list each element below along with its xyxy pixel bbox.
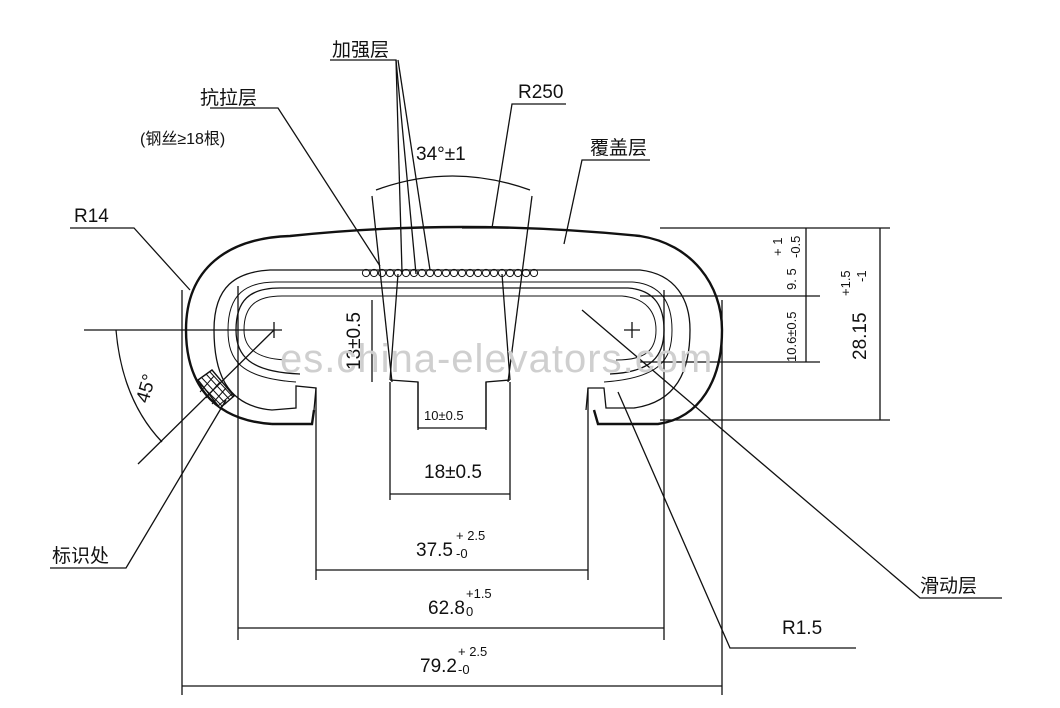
center-mark-right: [624, 322, 640, 338]
handrail-profile: [184, 225, 724, 426]
dim-18: 18±0.5: [424, 462, 482, 483]
label-marking: 标识处: [52, 545, 109, 567]
dim-10: 10±0.5: [424, 408, 464, 423]
label-tensile-layer: 抗拉层: [200, 87, 257, 109]
left-hook: [213, 269, 691, 411]
labels: 加强层 抗拉层 (钢丝≥18根) R250 34°±1 覆盖层 R14 45° …: [52, 39, 977, 639]
label-r250: R250: [518, 82, 563, 103]
sliding-layer-inner: [227, 281, 673, 383]
dim-10-6: 10.6±0.5: [784, 311, 799, 362]
label-r1-5: R1.5: [782, 618, 822, 639]
dim-37-tol-up: + 2.5: [456, 528, 485, 543]
dim-62-tol-dn: 0: [466, 604, 473, 619]
dim-79-base: 79.2: [420, 656, 457, 677]
label-sliding-layer: 滑动层: [920, 575, 977, 597]
label-r14: R14: [74, 206, 109, 227]
label-cover-layer: 覆盖层: [590, 137, 647, 159]
dim-37-base: 37.5: [416, 540, 453, 561]
sliding-layer-contour: [235, 287, 665, 375]
outer-contour: [184, 225, 724, 426]
dim-37-tol-dn: -0: [456, 546, 468, 561]
sliding-layer-inner-2: [243, 295, 657, 361]
dim-9-tol-dn: -0.5: [788, 236, 803, 258]
watermark: es.china-elevators.com: [280, 337, 713, 381]
dim-28-tol-dn: -1: [854, 270, 869, 282]
dim-62-base: 62.8: [428, 598, 465, 619]
label-angle-34: 34°±1: [416, 144, 466, 165]
label-reinforcement-layer: 加强层: [332, 39, 389, 61]
dimension-lines: [50, 59, 1002, 695]
dim-9-tol-up: + 1: [770, 238, 785, 256]
dim-9-base: 9. 5: [784, 268, 799, 290]
dimension-texts: 13±0.5 10±0.5 18±0.5 37.5 + 2.5 -0 62.8 …: [344, 236, 871, 677]
label-angle-45: 45°: [133, 372, 161, 405]
dim-28-base: 28.15: [850, 312, 871, 360]
reinforcement-wedge: [389, 273, 511, 428]
outer-left-lip: [272, 409, 316, 426]
dim-79-tol-up: + 2.5: [458, 644, 487, 659]
dim-62-tol-up: +1.5: [466, 586, 492, 601]
inner-channel: [315, 388, 589, 420]
dim-28-tol-up: +1.5: [838, 270, 853, 296]
label-tensile-note: (钢丝≥18根): [140, 130, 225, 148]
marking-block: [196, 369, 235, 410]
dim-13: 13±0.5: [344, 312, 365, 370]
dim-79-tol-dn: -0: [458, 662, 470, 677]
